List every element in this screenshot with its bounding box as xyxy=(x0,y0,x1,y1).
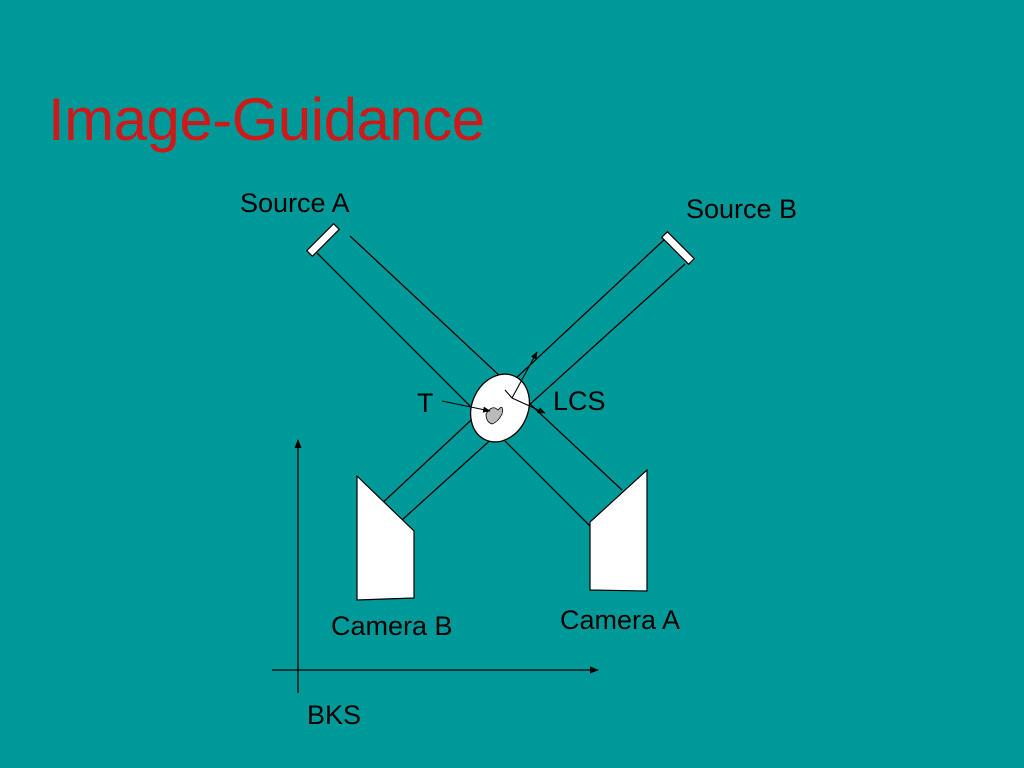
source-a-emitter xyxy=(305,222,341,258)
lcs-axis-up xyxy=(511,351,538,399)
label-camera-a: Camera A xyxy=(560,605,680,635)
slide-title: Image-Guidance xyxy=(48,86,485,153)
beam-b-left-edge xyxy=(376,237,667,509)
label-source-a: Source A xyxy=(240,188,350,218)
label-bks: BKS xyxy=(307,700,361,730)
camera-a-detector xyxy=(589,468,648,592)
label-camera-b: Camera B xyxy=(331,611,453,641)
beam-b-right-edge xyxy=(401,263,686,521)
camera-b-detector xyxy=(356,474,415,601)
beam-a-left-edge xyxy=(316,252,593,529)
beam-a-right-edge xyxy=(349,235,623,491)
label-source-b: Source B xyxy=(686,194,797,224)
lcs-axis-right xyxy=(511,397,546,414)
label-target: T xyxy=(417,388,434,418)
label-lcs: LCS xyxy=(553,386,606,416)
lcs-axis-down-left xyxy=(504,389,513,399)
target-pointer xyxy=(441,400,491,413)
source-b-emitter xyxy=(660,230,696,266)
